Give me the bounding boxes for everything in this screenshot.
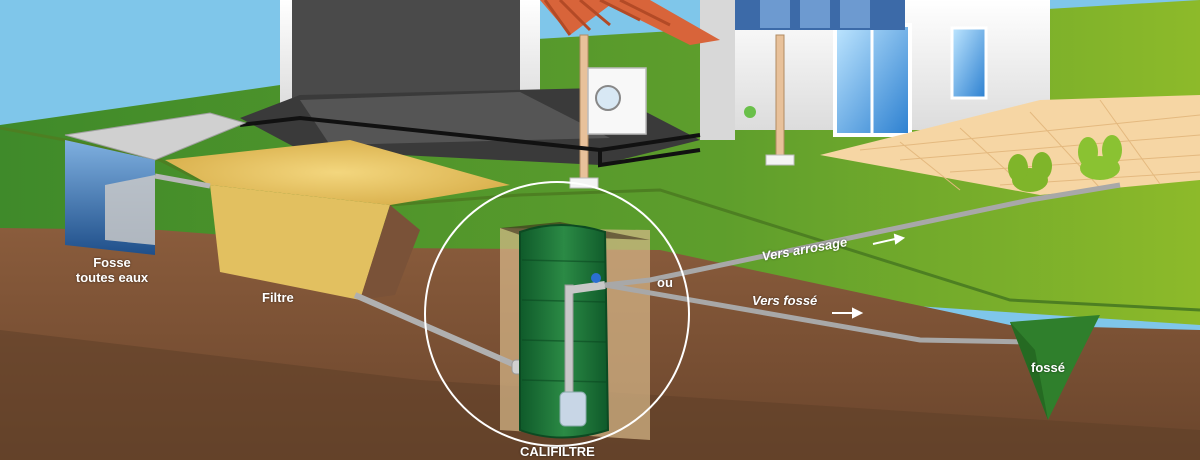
label-califiltre: CALIFILTRE xyxy=(520,444,595,459)
downpipe-right xyxy=(775,34,785,161)
pipe-filter-tank xyxy=(353,292,517,368)
califiltre-tank xyxy=(519,224,610,439)
label-fosse-line2: toutes eaux xyxy=(75,270,149,285)
arrow-fosse xyxy=(832,307,864,319)
filter-sand-pit xyxy=(210,185,390,300)
house-drain-line xyxy=(239,115,701,153)
pump xyxy=(559,391,587,427)
filter-sand-top xyxy=(165,140,510,205)
focus-circle xyxy=(424,181,690,447)
ditch xyxy=(1010,315,1100,420)
internal-riser xyxy=(564,284,574,396)
label-ou: ou xyxy=(657,275,673,290)
pipe-septic-filter xyxy=(154,173,211,189)
label-fosse-ditch: fossé xyxy=(1031,360,1065,375)
downpipe-left xyxy=(579,34,589,181)
house-wall-shadow xyxy=(700,0,735,140)
pipe-to-fosse xyxy=(604,282,1031,345)
label-vers-fosse: Vers fossé xyxy=(752,293,818,308)
garage-interior xyxy=(292,0,520,100)
pipe-to-arrosage xyxy=(604,182,1121,288)
house-window-small xyxy=(950,26,988,100)
label-fosse-toutes-eaux: Fosse toutes eaux xyxy=(62,255,162,285)
label-fosse-line1: Fosse xyxy=(93,255,131,270)
shrub-left xyxy=(1008,152,1052,192)
label-filtre: Filtre xyxy=(262,290,294,305)
shrub-right xyxy=(1078,135,1122,180)
porch-roof xyxy=(540,0,720,45)
garden-tap xyxy=(744,106,756,118)
septic-slab xyxy=(64,112,247,161)
garage-floor-light xyxy=(300,92,610,145)
arrow-arrosage xyxy=(872,233,906,245)
